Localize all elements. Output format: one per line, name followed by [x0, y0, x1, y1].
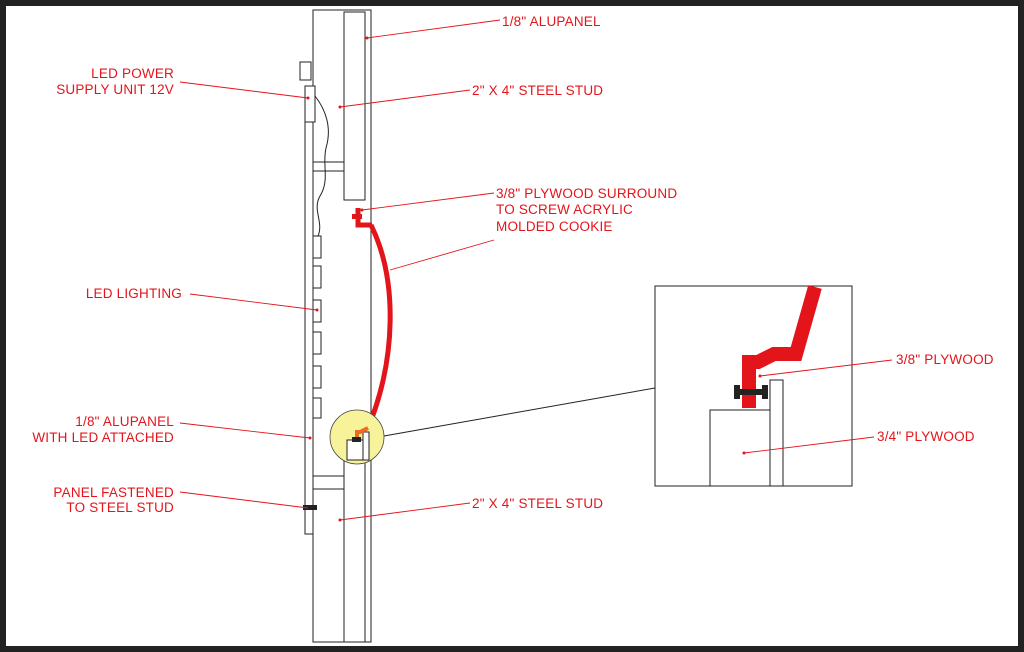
panel-fastener	[303, 505, 317, 510]
label-alupanel-led-2: WITH LED ATTACHED	[32, 430, 174, 445]
detail-plywood-38	[769, 379, 784, 487]
label-alupanel-top: 1/8" ALUPANEL	[502, 14, 601, 29]
detail-plywood-34	[709, 409, 771, 487]
power-supply-box	[299, 61, 312, 81]
annotations: 1/8" ALUPANEL 2" X 4" STEEL STUD LED POW…	[32, 14, 993, 515]
bottom-steel-stud	[343, 459, 366, 643]
bottom-plywood-surround	[355, 426, 369, 441]
label-surround-2: TO SCREW ACRYLIC	[496, 202, 633, 217]
front-alupanel	[304, 121, 314, 535]
label-alupanel-led-1: 1/8" ALUPANEL	[75, 414, 174, 429]
power-wire	[314, 95, 329, 237]
section-drawing	[299, 9, 393, 643]
detail-screw	[734, 385, 768, 399]
detail-inset	[383, 285, 853, 487]
label-surround-3: MOLDED COOKIE	[496, 219, 613, 234]
label-detail-plywood-38: 3/8" PLYWOOD	[896, 352, 994, 367]
leader-lines	[179, 19, 893, 522]
detail-acrylic	[742, 285, 822, 408]
label-led-lighting: LED LIGHTING	[86, 286, 182, 301]
label-stud-top: 2" X 4" STEEL STUD	[472, 83, 603, 98]
label-surround-1: 3/8" PLYWOOD SURROUND	[496, 186, 677, 201]
label-fastened-1: PANEL FASTENED	[53, 485, 174, 500]
diagram-background	[6, 6, 1018, 646]
label-fastened-2: TO STEEL STUD	[66, 500, 174, 515]
label-detail-plywood-34: 3/4" PLYWOOD	[877, 429, 975, 444]
detail-connector-line	[383, 387, 656, 437]
label-stud-bottom: 2" X 4" STEEL STUD	[472, 496, 603, 511]
power-supply-unit	[304, 85, 316, 123]
label-power-2: SUPPLY UNIT 12V	[56, 82, 174, 97]
top-plywood-surround	[355, 208, 372, 228]
label-power-1: LED POWER	[91, 66, 174, 81]
acrylic-molded-cookie	[365, 223, 393, 429]
